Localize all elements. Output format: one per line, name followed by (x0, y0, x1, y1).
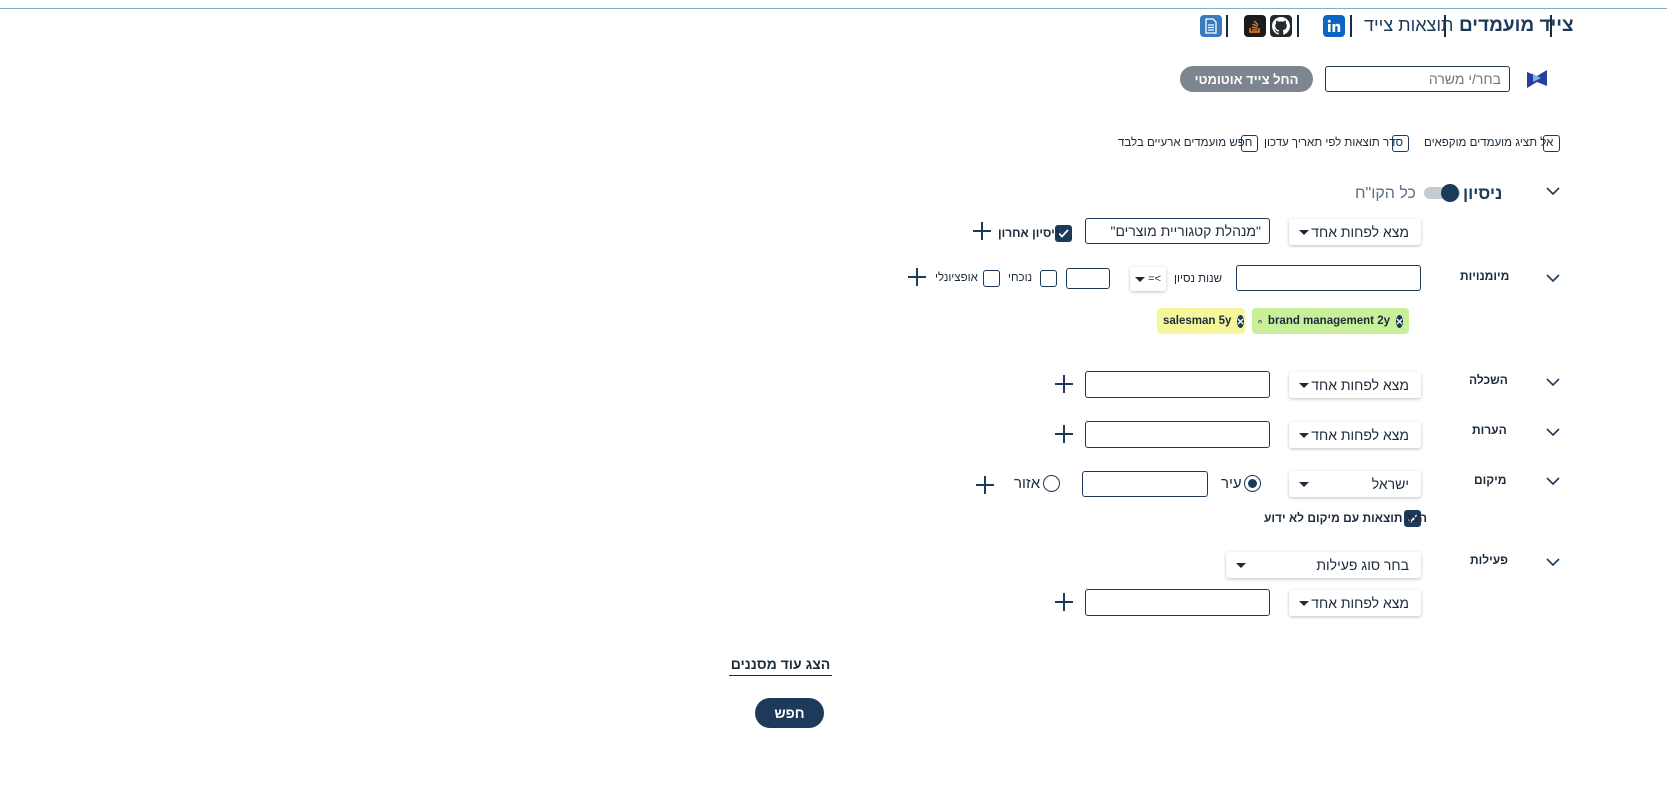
add-education-plus-icon[interactable] (1054, 374, 1074, 394)
education-chevron-icon[interactable] (1546, 377, 1560, 387)
document-icon[interactable] (1200, 15, 1222, 37)
skill-tag-label: salesman 5y (1163, 315, 1232, 327)
current-skill-checkbox[interactable] (1040, 270, 1057, 287)
optional-skill-checkbox[interactable] (983, 270, 1000, 287)
city-input[interactable] (1082, 471, 1208, 497)
chevron-down-icon (1299, 229, 1309, 235)
education-match-select[interactable]: מצא לפחות אחד (1289, 372, 1421, 398)
skills-chevron-icon[interactable] (1546, 273, 1560, 283)
unknown-location-label: הצג תוצאות עם מיקום לא ידוע (1264, 511, 1427, 525)
hide-locked-label: אל תציג מועמדים מוקפאים (1424, 137, 1554, 149)
education-title: השכלה (1469, 373, 1508, 387)
add-activity-plus-icon[interactable] (1054, 592, 1074, 612)
location-title: מיקום (1474, 473, 1507, 487)
stackoverflow-icon[interactable] (1244, 15, 1266, 37)
current-skill-label: נוכחי (1008, 272, 1033, 284)
activities-match-value: מצא לפחות אחד (1311, 595, 1409, 611)
chevron-down-icon (1299, 432, 1309, 438)
years-operator-value: >= (1148, 273, 1161, 285)
notes-chevron-icon[interactable] (1546, 427, 1560, 437)
add-skill-plus-icon[interactable] (907, 267, 927, 287)
chevron-down-icon (1299, 600, 1309, 606)
top-accent-line (0, 8, 1667, 9)
sort-by-update-checkbox[interactable] (1392, 135, 1409, 152)
country-select[interactable]: ישראל (1289, 471, 1421, 497)
temporary-only-label: חפש מועמדים ארעיים בלבד (1118, 137, 1253, 149)
add-notes-plus-icon[interactable] (1054, 424, 1074, 444)
nav-tab-hunt-results[interactable]: תוצאות צייד (1364, 15, 1454, 35)
notes-match-value: מצא לפחות אחד (1311, 427, 1409, 443)
skill-tag: salesman 5y (1157, 308, 1245, 334)
search-button[interactable]: חפש (755, 698, 824, 728)
activity-type-select[interactable]: בחר סוג פעילות (1226, 552, 1421, 578)
activity-type-value: בחר סוג פעילות (1316, 557, 1409, 573)
experience-chevron-icon[interactable] (1546, 186, 1560, 196)
nav-separator (1444, 15, 1446, 37)
start-auto-hunt-button[interactable]: החל צייד אוטומטי (1180, 66, 1313, 92)
notes-input[interactable] (1085, 421, 1270, 448)
radio-dot (1248, 479, 1257, 488)
experience-keyword-input[interactable]: "מנהלת קטגוריית מוצרים" (1085, 218, 1270, 244)
remove-tag-icon[interactable] (1396, 314, 1403, 328)
area-radio[interactable] (1043, 475, 1060, 492)
chevron-down-icon (1135, 276, 1145, 282)
nav-separator (1350, 15, 1352, 37)
notes-title: הערות (1472, 423, 1507, 437)
remove-tag-icon[interactable] (1237, 314, 1245, 328)
skill-tag-label: brand management 2y (1267, 315, 1390, 327)
city-radio[interactable] (1244, 475, 1261, 492)
activities-input[interactable] (1085, 589, 1270, 616)
years-experience-label: שנות נסיון (1174, 273, 1222, 285)
logo-icon (1525, 68, 1549, 90)
add-location-plus-icon[interactable] (975, 475, 995, 495)
chevron-down-icon (1299, 481, 1309, 487)
nav-separator (1297, 15, 1299, 37)
notes-match-select[interactable]: מצא לפחות אחד (1289, 422, 1421, 448)
skills-title: מיומנויות (1460, 269, 1510, 283)
country-value: ישראל (1371, 476, 1409, 492)
education-input[interactable] (1085, 371, 1270, 398)
chevron-down-icon (1236, 562, 1246, 568)
skill-input[interactable] (1236, 265, 1421, 291)
experience-match-value: מצא לפחות אחד (1311, 224, 1409, 240)
experience-toggle-label: כל הקו"ח (1355, 185, 1416, 202)
chevron-down-icon (1299, 382, 1309, 388)
activities-title: פעילות (1470, 553, 1508, 567)
activities-chevron-icon[interactable] (1546, 557, 1560, 567)
optional-skill-label: אופציונלי (935, 272, 978, 284)
skill-tag: brand management 2y (1252, 308, 1409, 334)
more-filters-link[interactable]: הצג עוד מסננים (729, 656, 832, 676)
activities-match-select[interactable]: מצא לפחות אחד (1289, 590, 1421, 616)
sort-by-update-label: סדר תוצאות לפי תאריך עדכון (1264, 137, 1403, 149)
nav-tab-candidate-hunt[interactable]: צייד מועמדים (1459, 15, 1574, 36)
education-match-value: מצא לפחות אחד (1311, 377, 1409, 393)
linkedin-icon[interactable] (1323, 15, 1345, 37)
years-input[interactable] (1066, 268, 1110, 289)
temporary-only-checkbox[interactable] (1241, 135, 1258, 152)
experience-toggle[interactable] (1424, 184, 1460, 202)
area-label: אזור (1014, 475, 1041, 492)
hide-locked-checkbox[interactable] (1543, 135, 1560, 152)
nav-separator (1550, 15, 1552, 37)
job-select-input[interactable] (1325, 66, 1510, 92)
add-experience-plus-icon[interactable] (972, 221, 992, 241)
years-operator-select[interactable]: >= (1130, 267, 1166, 291)
github-icon[interactable] (1270, 15, 1292, 37)
location-chevron-icon[interactable] (1546, 476, 1560, 486)
last-experience-checkbox[interactable] (1055, 225, 1072, 242)
city-label: עיר (1221, 475, 1242, 492)
nav-separator (1226, 15, 1228, 37)
last-experience-label: ניסיון אחרון (998, 226, 1060, 240)
experience-title: ניסיון (1463, 184, 1503, 203)
experience-match-select[interactable]: מצא לפחות אחד (1289, 219, 1421, 245)
briefcase-icon (1258, 319, 1262, 323)
toggle-knob (1441, 184, 1459, 202)
unknown-location-checkbox[interactable] (1404, 510, 1421, 527)
